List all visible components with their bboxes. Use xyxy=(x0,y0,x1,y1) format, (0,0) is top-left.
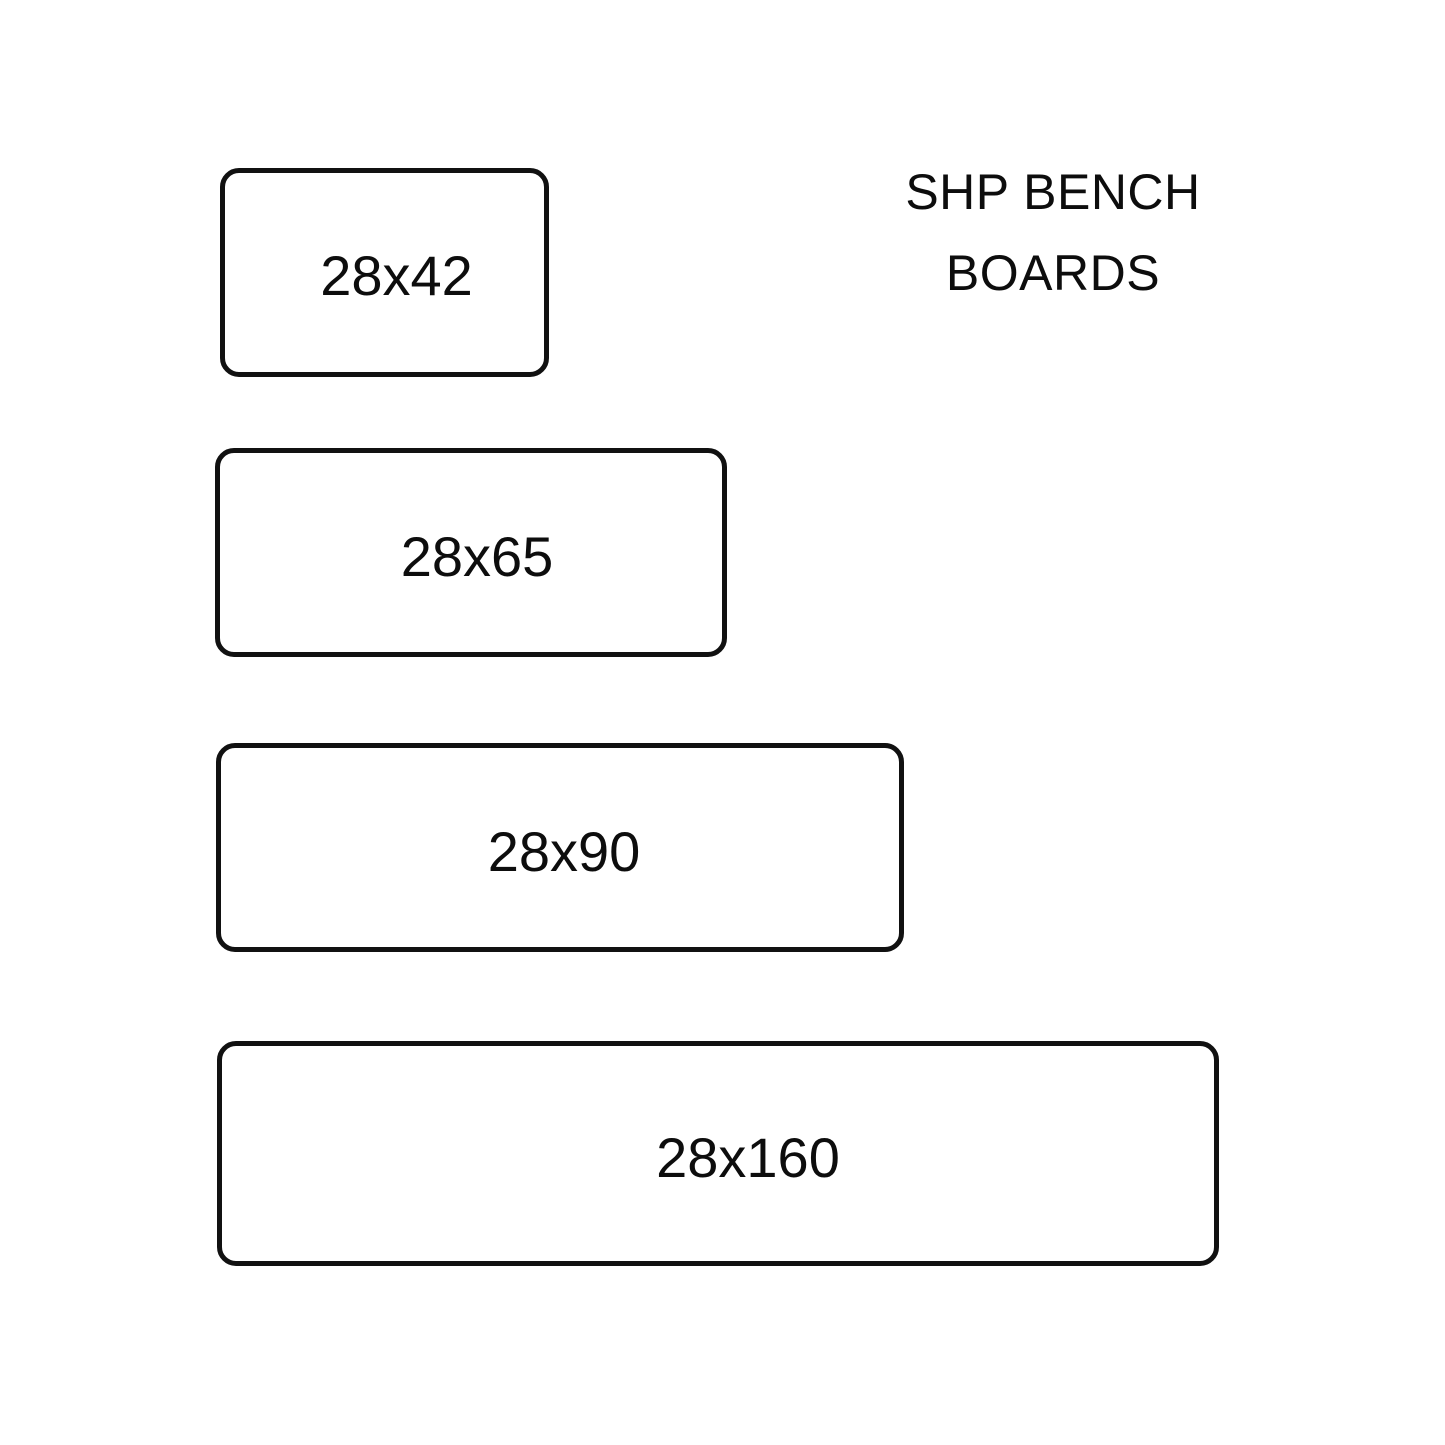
board-label: 28x65 xyxy=(400,525,554,588)
title-line-2: BOARDS xyxy=(945,245,1161,301)
board-shape-28x160: 28x160 xyxy=(217,1041,1219,1266)
board-label: 28x42 xyxy=(320,244,473,307)
board-shape-28x42: 28x42 xyxy=(220,168,549,377)
board-shape-28x65: 28x65 xyxy=(215,448,727,657)
board-shape-28x90: 28x90 xyxy=(216,743,904,952)
title-line-1: SHP BENCH xyxy=(905,164,1201,220)
board-label: 28x160 xyxy=(656,1126,840,1189)
diagram-title: SHP BENCH BOARDS xyxy=(853,152,1253,314)
board-label: 28x90 xyxy=(487,820,641,883)
